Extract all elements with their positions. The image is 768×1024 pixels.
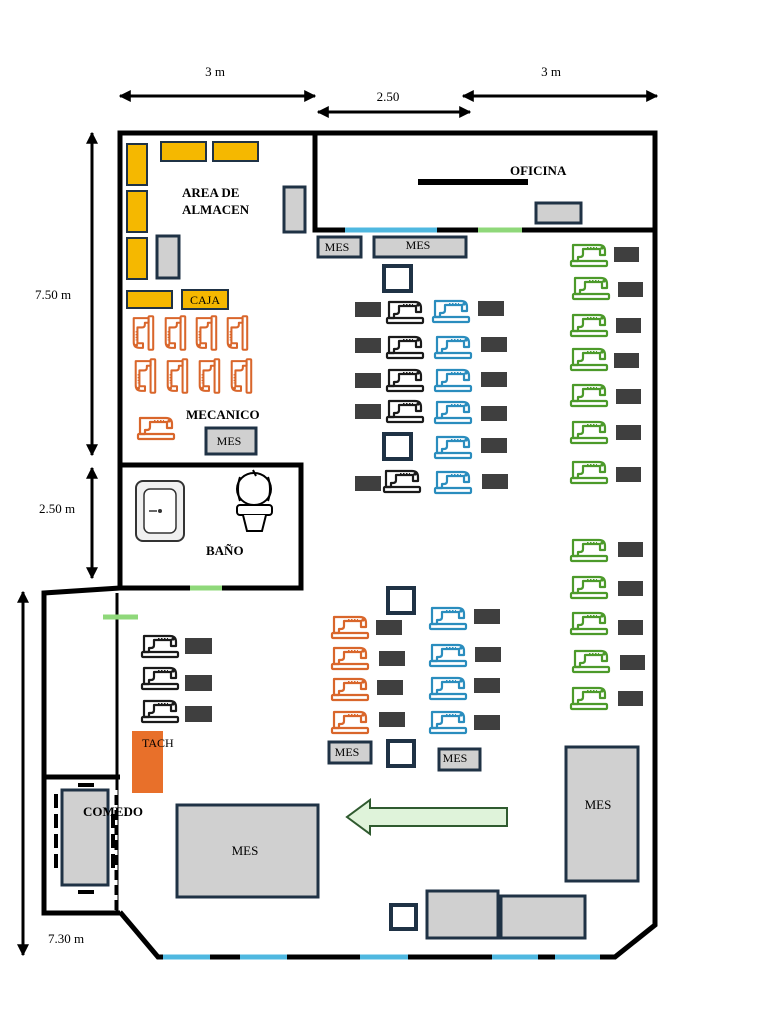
- stools-orange: [376, 620, 405, 727]
- bottom-table-right: [499, 894, 587, 940]
- cashier-counter: [181, 289, 229, 310]
- toilet-icon: [236, 469, 273, 532]
- sewing-machine-icon: [330, 677, 370, 702]
- sewing-machine-icon: [569, 460, 609, 485]
- dimension-left-lower: 7.30 m: [48, 931, 84, 946]
- stools-upper: [355, 301, 508, 491]
- mid-left-table: [327, 740, 373, 765]
- pillars: [382, 264, 418, 931]
- sewing-machine-icon: [571, 649, 611, 674]
- sewing-machine-icon: [428, 676, 468, 701]
- mid-left-table-label: MES: [335, 745, 360, 759]
- green-machines: [569, 243, 611, 711]
- bathroom-label: BAÑO: [206, 543, 244, 558]
- sewing-machine-icon: [385, 300, 425, 325]
- sewing-machine-icon: [433, 400, 473, 425]
- sewing-machine-icon: [569, 243, 609, 268]
- sewing-machine-icon: [140, 699, 180, 724]
- sewing-machine-icon: [569, 538, 609, 563]
- dimension-top-right: 3 m: [541, 64, 561, 79]
- sewing-machine-icon: [385, 399, 425, 424]
- sewing-machine-icon: [569, 383, 609, 408]
- sewing-machine-icon: [230, 358, 253, 394]
- sewing-machine-icon: [164, 315, 187, 351]
- sewing-machine-icon: [433, 435, 473, 460]
- dimension-arrows: [17, 90, 659, 957]
- orange-machines-lower: [330, 615, 370, 735]
- sewing-machine-icon: [433, 368, 473, 393]
- sewing-machine-icon: [428, 643, 468, 668]
- mechanic-label: MECANICO: [186, 407, 260, 422]
- bottom-table-left: [425, 889, 500, 940]
- sewing-machine-icon: [433, 470, 473, 495]
- sewing-machine-icon: [330, 710, 370, 735]
- office-small-table-label: MES: [325, 240, 350, 254]
- office-label: OFICINA: [510, 163, 567, 178]
- sewing-machine-icon: [136, 416, 176, 441]
- stools-blue-lower: [474, 609, 501, 730]
- big-center-table-label: MES: [232, 843, 259, 858]
- sewing-machine-icon: [569, 347, 609, 372]
- mid-right-table: [437, 747, 482, 772]
- mechanic-table-label: MES: [217, 434, 242, 448]
- storage-rack: [282, 185, 307, 234]
- storage-label-2: ALMACEN: [182, 202, 250, 217]
- sewing-machine-icon: [569, 611, 609, 636]
- sewing-machine-icon: [569, 686, 609, 711]
- mechanic-table: [204, 426, 258, 456]
- sewing-machine-icon: [569, 575, 609, 600]
- big-center-table: [175, 803, 320, 899]
- big-right-table: [564, 745, 640, 883]
- sewing-machine-icon: [428, 606, 468, 631]
- bin-label: TACH: [142, 736, 174, 750]
- dimension-top-middle: 2.50: [377, 89, 400, 104]
- office-large-table-label: MES: [406, 238, 431, 252]
- stools-green: [614, 247, 645, 706]
- sewing-machine-icon: [140, 666, 180, 691]
- doors: [103, 227, 522, 620]
- sewing-machine-icon: [330, 615, 370, 640]
- office-small-table: [316, 235, 363, 259]
- sewing-machine-icon: [198, 358, 221, 394]
- dining-label: COMEDO: [83, 804, 143, 819]
- dining-table: [54, 783, 115, 894]
- windows: [163, 227, 600, 960]
- sewing-machine-icon: [428, 710, 468, 735]
- sewing-machine-icon: [330, 646, 370, 671]
- sewing-machine-icon: [571, 276, 611, 301]
- direction-arrow-icon: [345, 798, 508, 836]
- sewing-machine-icon: [166, 358, 189, 394]
- trash-bin: [132, 731, 163, 793]
- big-right-table-label: MES: [585, 797, 612, 812]
- dimension-left-middle: 2.50 m: [39, 501, 75, 516]
- blue-machines-upper: [431, 299, 473, 495]
- sewing-machine-icon: [385, 368, 425, 393]
- sewing-machine-icon: [431, 299, 471, 324]
- mid-right-table-label: MES: [443, 751, 468, 765]
- sink-icon: [135, 480, 185, 542]
- cashier-label: CAJA: [190, 293, 220, 307]
- storage-shelves: [126, 141, 259, 309]
- sewing-machine-icon: [569, 313, 609, 338]
- sewing-machine-icon: [385, 335, 425, 360]
- sewing-machine-icon: [134, 358, 157, 394]
- storage-label-1: AREA DE: [182, 185, 239, 200]
- sewing-machine-icon: [382, 469, 422, 494]
- sewing-machine-icon: [433, 335, 473, 360]
- black-machines-left: [140, 634, 180, 724]
- sewing-machine-icon: [140, 634, 180, 659]
- stools-left: [185, 638, 212, 722]
- storage-cabinet: [155, 234, 181, 280]
- sewing-machine-icon: [569, 420, 609, 445]
- sewing-machine-icon: [132, 315, 155, 351]
- blue-machines-lower: [428, 606, 468, 735]
- dimension-top-left: 3 m: [205, 64, 225, 79]
- black-machines-upper: [382, 300, 425, 494]
- dimension-left-upper: 7.50 m: [35, 287, 71, 302]
- sewing-machine-icon: [226, 315, 249, 351]
- sewing-machine-icon: [195, 315, 218, 351]
- office-cabinet: [534, 201, 583, 225]
- office-large-table: [372, 235, 468, 259]
